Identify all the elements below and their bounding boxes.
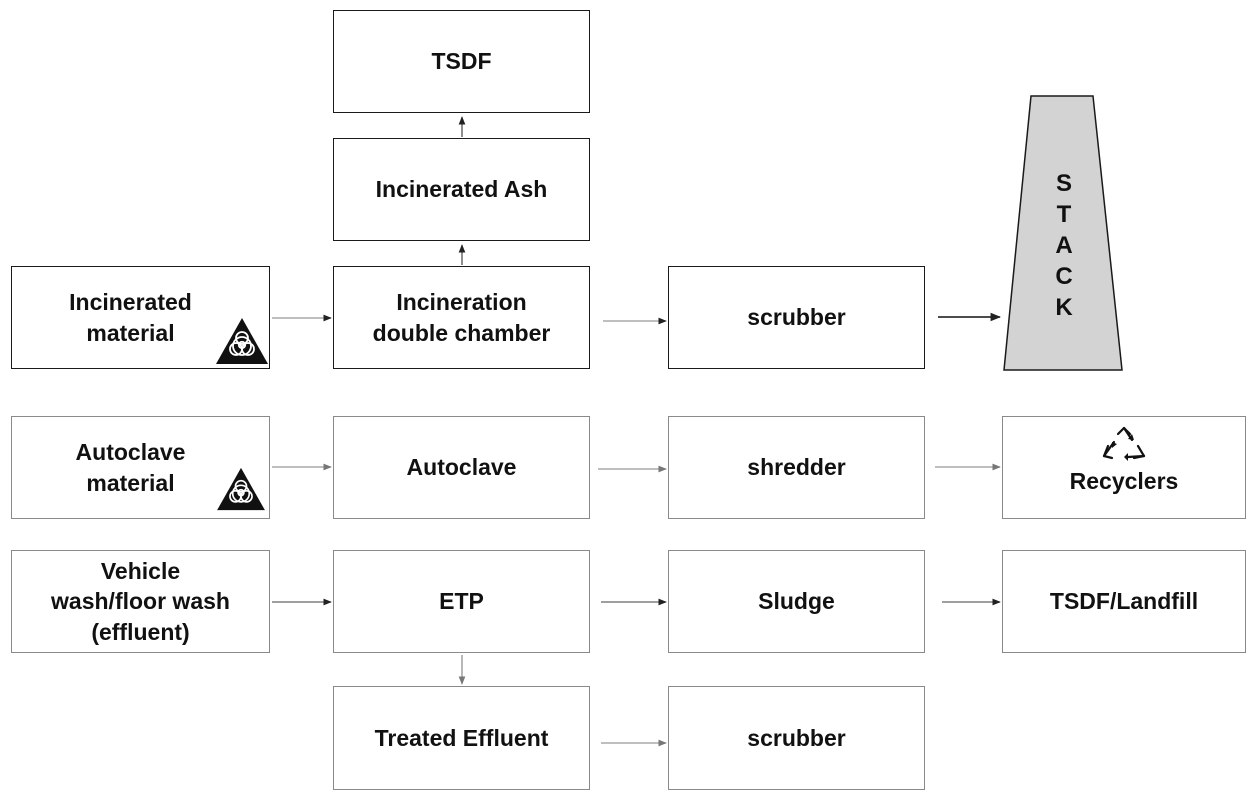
biohazard-icon bbox=[216, 318, 268, 364]
autoclave-box: Autoclave bbox=[333, 416, 590, 519]
autoclave-label: Autoclave bbox=[406, 454, 517, 481]
incinerated-material-label: Incinerated material bbox=[69, 288, 192, 346]
stack-label: S T A C K bbox=[1040, 168, 1088, 358]
biohazard-icon bbox=[217, 467, 265, 511]
recycle-icon bbox=[1102, 427, 1146, 462]
treated-effluent-label: Treated Effluent bbox=[374, 724, 549, 751]
stack-letter: K bbox=[1055, 294, 1073, 321]
vehicle-wash-box: Vehicle wash/floor wash (effluent) bbox=[11, 550, 270, 653]
stack-letter: A bbox=[1055, 232, 1073, 259]
stack-letter: S bbox=[1055, 170, 1072, 197]
autoclave-material-label: Autoclave material bbox=[75, 438, 186, 496]
stack-letter: T bbox=[1056, 201, 1072, 228]
incineration-box: Incineration double chamber bbox=[333, 266, 590, 369]
tsdf-label: TSDF bbox=[431, 48, 492, 75]
sludge-label: Sludge bbox=[758, 588, 835, 615]
stack-letter: C bbox=[1055, 263, 1073, 290]
incinerated-ash-label: Incinerated Ash bbox=[375, 176, 548, 203]
recyclers-label: Recyclers bbox=[1069, 468, 1179, 495]
recyclers-box: Recyclers bbox=[1002, 416, 1246, 519]
etp-label: ETP bbox=[439, 588, 484, 615]
shredder-label: shredder bbox=[747, 454, 846, 481]
incinerated-ash-box: Incinerated Ash bbox=[333, 138, 590, 241]
etp-box: ETP bbox=[333, 550, 590, 653]
stack-chimney bbox=[1003, 95, 1123, 371]
tsdf-landfill-label: TSDF/Landfill bbox=[1049, 588, 1199, 615]
shredder-box: shredder bbox=[668, 416, 925, 519]
recyclers-content: Recyclers bbox=[1069, 426, 1179, 497]
sludge-box: Sludge bbox=[668, 550, 925, 653]
scrubber-top-box: scrubber bbox=[668, 266, 925, 369]
tsdf-landfill-box: TSDF/Landfill bbox=[1002, 550, 1246, 653]
tsdf-box: TSDF bbox=[333, 10, 590, 113]
treated-effluent-box: Treated Effluent bbox=[333, 686, 590, 790]
scrubber-bottom-label: scrubber bbox=[747, 724, 846, 751]
scrubber-top-label: scrubber bbox=[747, 304, 846, 331]
incineration-label: Incineration double chamber bbox=[372, 288, 551, 346]
vehicle-wash-label: Vehicle wash/floor wash (effluent) bbox=[51, 557, 230, 645]
scrubber-bottom-box: scrubber bbox=[668, 686, 925, 790]
